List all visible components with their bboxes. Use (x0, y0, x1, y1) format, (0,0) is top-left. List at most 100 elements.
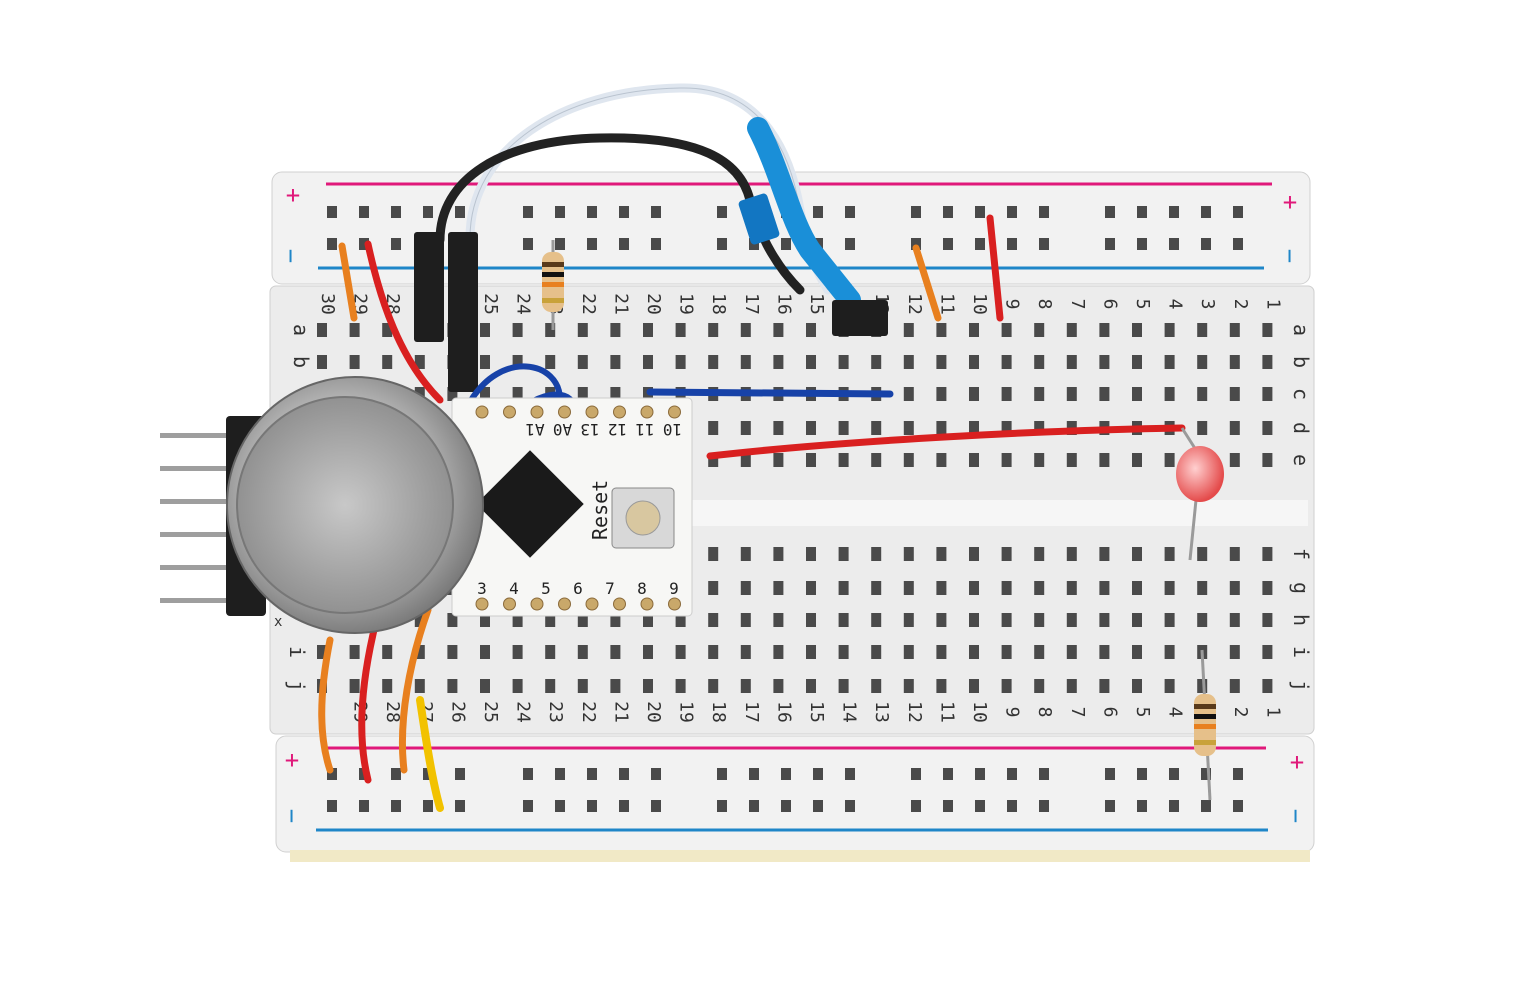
terminal-hole (610, 679, 621, 693)
row-label: d (1289, 422, 1313, 434)
rail-hole (1039, 206, 1049, 218)
terminal-hole (969, 613, 979, 627)
row-label: a (1289, 324, 1313, 336)
terminal-hole (480, 613, 490, 627)
terminal-hole (773, 355, 784, 369)
rail-hole (1039, 800, 1049, 812)
pin-label: 13 (580, 420, 599, 439)
terminal-hole (708, 613, 719, 627)
rail-hole (555, 206, 565, 218)
black-connector-right (448, 232, 478, 392)
terminal-hole (838, 421, 849, 435)
terminal-hole (610, 613, 621, 627)
terminal-hole (708, 453, 719, 467)
terminal-hole (577, 679, 588, 693)
terminal-hole (1132, 323, 1142, 337)
microcontroller-chip (476, 450, 584, 558)
terminal-hole (1001, 581, 1012, 595)
terminal-hole (643, 679, 653, 693)
resistor-bottom (1194, 649, 1216, 801)
terminal-hole (806, 453, 816, 467)
rail-hole (1039, 768, 1049, 780)
terminal-hole (1001, 453, 1012, 467)
terminal-hole (1197, 547, 1208, 561)
terminal-hole (773, 645, 784, 659)
column-label: 21 (610, 293, 631, 315)
rail-hole (423, 206, 433, 218)
rail-plus-bottom-left: + (285, 746, 299, 774)
terminal-hole (740, 421, 751, 435)
terminal-hole (1229, 581, 1240, 595)
terminal-hole (708, 581, 719, 595)
terminal-hole (610, 387, 621, 401)
terminal-hole (1229, 645, 1240, 659)
rail-hole (651, 238, 661, 250)
terminal-hole (1066, 679, 1077, 693)
column-label: 1 (1262, 299, 1283, 310)
terminal-hole (577, 613, 588, 627)
blue-connector (738, 193, 780, 245)
terminal-hole (1066, 387, 1077, 401)
terminal-hole (838, 679, 849, 693)
terminal-hole (740, 323, 751, 337)
terminal-hole (969, 679, 979, 693)
terminal-hole (675, 679, 686, 693)
rail-hole (717, 238, 727, 250)
column-label: 15 (806, 293, 827, 315)
rail-minus-top-right: − (1276, 249, 1304, 263)
rail-hole (391, 768, 401, 780)
terminal-hole (643, 323, 653, 337)
rail-minus-bottom-left: − (278, 809, 306, 823)
rail-hole (651, 206, 661, 218)
rail-hole (359, 206, 369, 218)
rail-hole (619, 768, 629, 780)
terminal-hole (871, 355, 882, 369)
rail-hole (423, 800, 433, 812)
rail-hole (1105, 206, 1115, 218)
pin-hole (475, 405, 489, 419)
rail-minus-top-left: − (277, 249, 305, 263)
pin-label: 9 (669, 579, 679, 598)
terminal-hole (382, 645, 393, 659)
terminal-hole (512, 387, 523, 401)
red-wire-top-9 (986, 214, 1004, 322)
rail-hole (1007, 768, 1017, 780)
column-label: 24 (513, 701, 534, 723)
terminal-hole (1132, 355, 1142, 369)
rail-hole (391, 206, 401, 218)
terminal-hole (1262, 421, 1273, 435)
terminal-hole (936, 421, 947, 435)
terminal-hole (903, 355, 914, 369)
terminal-hole (1066, 581, 1077, 595)
terminal-hole (806, 679, 816, 693)
rail-hole (781, 800, 791, 812)
rail-hole (717, 800, 727, 812)
terminal-hole (1099, 613, 1110, 627)
terminal-hole (1099, 355, 1110, 369)
rail-minus-bottom-right: − (1282, 809, 1310, 823)
terminal-hole (675, 613, 686, 627)
pin-label: 12 (608, 420, 627, 439)
rail-hole (359, 238, 369, 250)
terminal-hole (1132, 679, 1142, 693)
rail-hole (651, 768, 661, 780)
terminal-hole (1066, 547, 1077, 561)
terminal-hole (1164, 679, 1175, 693)
pin-label: A1 (525, 420, 544, 439)
terminal-hole (349, 679, 360, 693)
row-label: j (1289, 680, 1313, 692)
terminal-hole (512, 645, 523, 659)
rail-plus-top-left: + (286, 181, 300, 209)
column-label: 30 (317, 293, 338, 315)
terminal-hole (740, 581, 751, 595)
rail-hole (943, 768, 953, 780)
column-label: 17 (741, 293, 762, 315)
terminal-hole (512, 323, 523, 337)
blue-sleeve-wire (747, 117, 861, 311)
reset-button-cap[interactable] (625, 500, 661, 536)
rail-hole (1105, 768, 1115, 780)
terminal-hole (610, 645, 621, 659)
black-connector-left (414, 232, 444, 342)
terminal-hole (1001, 421, 1012, 435)
